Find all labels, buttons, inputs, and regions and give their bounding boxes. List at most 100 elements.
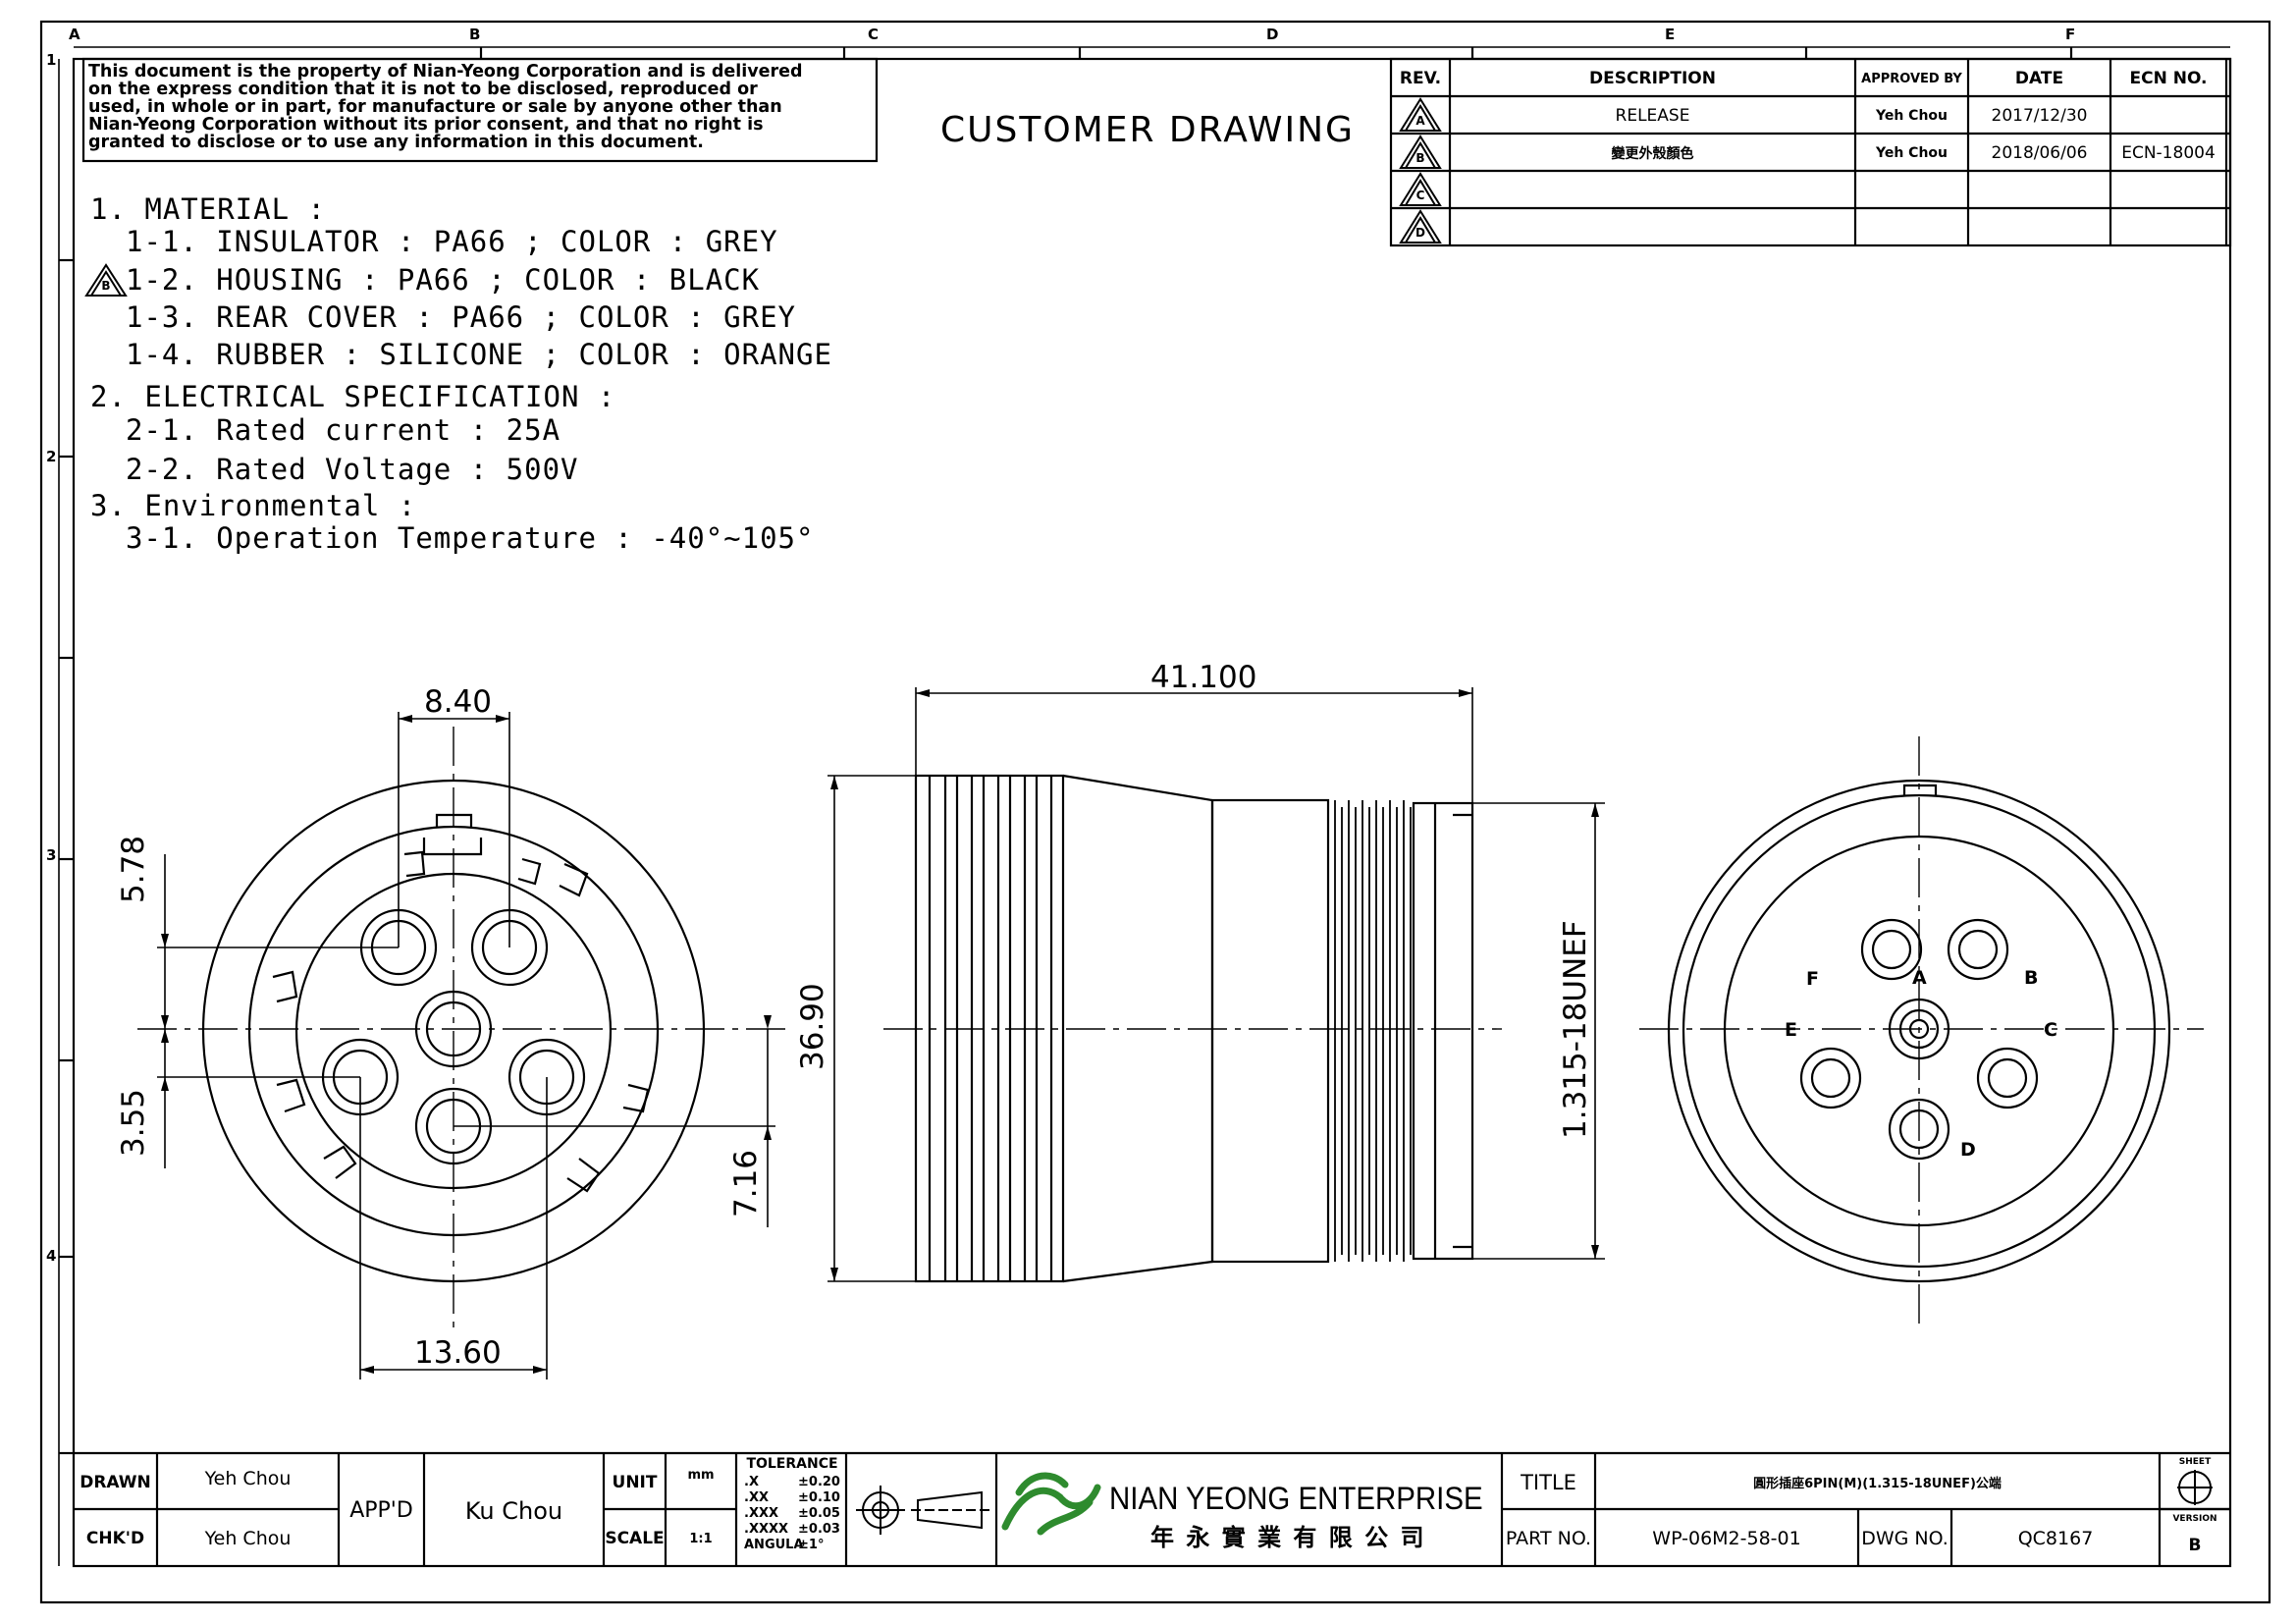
approved-header: APPROVED BY bbox=[1861, 71, 1962, 86]
dim-right-offset: 7.16 bbox=[728, 1149, 764, 1217]
company-name-en: NIAN YEONG ENTERPRISE bbox=[1109, 1481, 1483, 1516]
spec-heading: 2. ELECTRICAL SPECIFICATION : bbox=[90, 380, 616, 413]
spec-heading: 3. Environmental : bbox=[90, 489, 417, 522]
notice-box bbox=[81, 57, 879, 163]
spec-line: 3-1. Operation Temperature : -40°~105° bbox=[126, 521, 815, 555]
drawn-value: Yeh Chou bbox=[204, 1468, 292, 1489]
version-label: VERSION bbox=[2172, 1514, 2217, 1524]
grid-col-label: C bbox=[868, 26, 880, 43]
side-view bbox=[883, 774, 1502, 1283]
dim-length: 41.100 bbox=[1150, 660, 1257, 695]
unit-label: UNIT bbox=[612, 1472, 658, 1492]
tolerance-key: .XX bbox=[744, 1490, 769, 1505]
spec-heading: 1. MATERIAL : bbox=[90, 192, 326, 226]
dim-left-upper: 5.78 bbox=[116, 835, 151, 903]
dimension-arrowheads bbox=[161, 689, 1599, 1374]
rev-ecn: ECN-18004 bbox=[2121, 143, 2216, 163]
dim-bottom-width: 13.60 bbox=[414, 1335, 502, 1371]
front-view-left bbox=[137, 727, 785, 1335]
notice-line: This document is the property of Nian-Ye… bbox=[88, 62, 803, 81]
ecn-header: ECN NO. bbox=[2129, 69, 2208, 88]
rev-letter: A bbox=[1415, 114, 1425, 128]
rev-triangles bbox=[84, 97, 1442, 297]
dwg-value: QC8167 bbox=[2017, 1528, 2094, 1549]
tolerance-value: ±0.20 bbox=[798, 1475, 840, 1489]
grid-row-label: 4 bbox=[46, 1247, 57, 1265]
spec-line: 1-4. RUBBER : SILICONE ; COLOR : ORANGE bbox=[126, 338, 832, 371]
tolerance-key: .XXXX bbox=[744, 1522, 789, 1537]
grid-col-label: F bbox=[2065, 26, 2076, 43]
dim-top-width: 8.40 bbox=[424, 684, 493, 720]
dim-thread: 1.315-18UNEF bbox=[1558, 920, 1593, 1139]
pin-label-e: E bbox=[1785, 1019, 1797, 1041]
document-title: CUSTOMER DRAWING bbox=[940, 110, 1355, 150]
drawn-label: DRAWN bbox=[80, 1472, 151, 1492]
pin-label-f: F bbox=[1806, 968, 1819, 990]
grid-row-label: 1 bbox=[46, 51, 57, 69]
front-view-right bbox=[1639, 736, 2204, 1325]
part-label: PART NO. bbox=[1505, 1528, 1592, 1549]
checked-value: Yeh Chou bbox=[204, 1528, 292, 1549]
rev-approved: Yeh Chou bbox=[1875, 145, 1948, 161]
spec-line: 2-2. Rated Voltage : 500V bbox=[126, 453, 579, 486]
tolerance-title: TOLERANCE bbox=[746, 1456, 838, 1472]
grid-col-label: A bbox=[69, 26, 80, 43]
tolerance-key: ANGULA bbox=[744, 1538, 804, 1552]
spec-line: 1-1. INSULATOR : PA66 ; COLOR : GREY bbox=[126, 225, 778, 258]
rev-letter: D bbox=[1415, 226, 1425, 240]
company-logo bbox=[1001, 1472, 1101, 1536]
projection-symbol bbox=[856, 1486, 989, 1535]
rev-approved: Yeh Chou bbox=[1875, 108, 1948, 124]
date-header: DATE bbox=[2014, 69, 2064, 88]
scale-value: 1:1 bbox=[689, 1531, 713, 1546]
part-value: WP-06M2-58-01 bbox=[1652, 1528, 1801, 1549]
spec-line: 1-3. REAR COVER : PA66 ; COLOR : GREY bbox=[126, 300, 797, 334]
notice-line: on the express condition that it is not … bbox=[88, 80, 758, 99]
pin-label-d: D bbox=[1960, 1139, 1976, 1161]
tolerance-value: ±0.10 bbox=[798, 1490, 840, 1505]
tolerance-list: .X±0.20 .XX±0.10 .XXX±0.05 .XXXX±0.03 AN… bbox=[744, 1475, 840, 1553]
approved-value: Ku Chou bbox=[464, 1496, 563, 1525]
rev-letter: C bbox=[1415, 189, 1425, 202]
grid-row-label: 2 bbox=[46, 448, 57, 465]
rev-description: RELEASE bbox=[1615, 106, 1690, 126]
company-name-zh: 年 永 實 業 有 限 公 司 bbox=[1150, 1524, 1426, 1551]
unit-value: mm bbox=[687, 1467, 715, 1483]
title-block-lines bbox=[74, 1451, 2230, 1566]
side-view-dimensions bbox=[828, 687, 1605, 1282]
spec-line: 1-2. HOUSING : PA66 ; COLOR : BLACK bbox=[126, 263, 761, 297]
scale-label: SCALE bbox=[605, 1529, 665, 1548]
grid-row-label: 3 bbox=[46, 846, 57, 864]
title-label: TITLE bbox=[1521, 1470, 1576, 1494]
outer-border bbox=[39, 20, 2271, 1604]
rev-description: 變更外殼顏色 bbox=[1611, 146, 1694, 162]
dim-diameter: 36.90 bbox=[795, 983, 830, 1070]
spec-line: 2-1. Rated current : 25A bbox=[126, 413, 561, 447]
dwg-label: DWG NO. bbox=[1861, 1528, 1949, 1549]
rev-date: 2018/06/06 bbox=[1991, 143, 2088, 163]
notice-line: Nian-Yeong Corporation without its prior… bbox=[88, 115, 764, 135]
sheet-symbol bbox=[2177, 1470, 2213, 1505]
title-value: 圓形插座6PIN(M)(1.315-18UNEF)公端 bbox=[1753, 1477, 2002, 1491]
tolerance-value: ±0.03 bbox=[798, 1522, 840, 1537]
front-view-left-dimensions bbox=[157, 712, 775, 1380]
checked-label: CHK'D bbox=[85, 1529, 145, 1548]
inner-frame bbox=[72, 57, 2232, 1568]
pin-label-b: B bbox=[2024, 967, 2039, 989]
description-header: DESCRIPTION bbox=[1589, 69, 1716, 88]
version-value: B bbox=[2188, 1536, 2202, 1555]
rev-date: 2017/12/30 bbox=[1991, 106, 2088, 126]
tolerance-value: ±0.05 bbox=[798, 1506, 840, 1521]
grid-col-label: D bbox=[1266, 26, 1279, 43]
grid-col-label: E bbox=[1665, 26, 1676, 43]
rev-letter: B bbox=[1415, 151, 1425, 165]
pin-label-a: A bbox=[1912, 967, 1927, 989]
revision-table-lines bbox=[1389, 57, 2232, 247]
grid-col-label: B bbox=[469, 26, 481, 43]
approved-label: APP'D bbox=[349, 1498, 413, 1523]
proprietary-notice: This document is the property of Nian-Ye… bbox=[88, 63, 864, 151]
dim-left-lower: 3.55 bbox=[116, 1088, 151, 1157]
pin-label-c: C bbox=[2044, 1019, 2057, 1041]
